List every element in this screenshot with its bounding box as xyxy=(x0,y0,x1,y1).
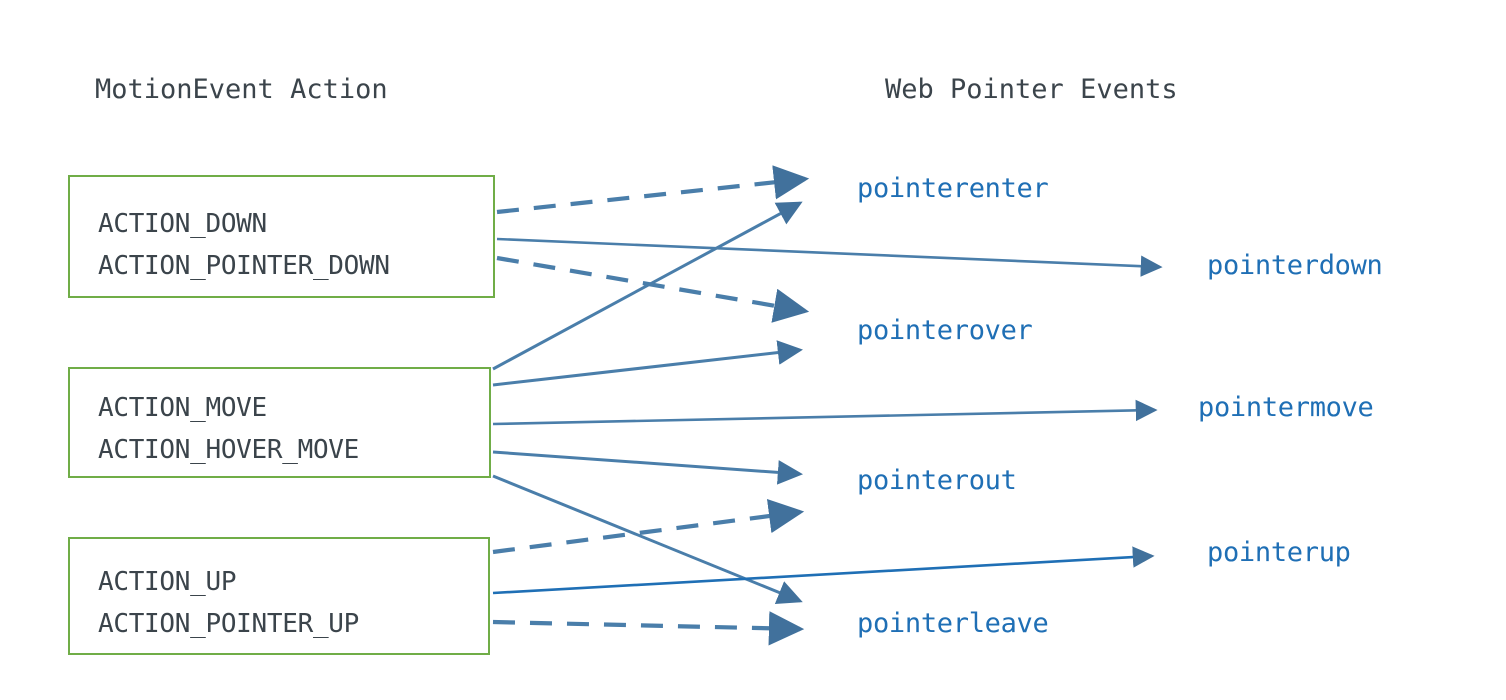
edge-up-to-pointerout xyxy=(492,498,805,555)
column-header-motionevent: MotionEvent Action xyxy=(95,74,388,105)
column-header-webpointer: Web Pointer Events xyxy=(885,74,1178,105)
edge-up-to-pointerup xyxy=(492,546,1155,595)
action-box-move-line2: ACTION_HOVER_MOVE xyxy=(98,435,360,465)
edge-move-to-pointerenter xyxy=(492,201,803,371)
edge-move-to-pointerleave xyxy=(492,474,803,605)
edge-down-to-pointerdown xyxy=(496,237,1163,277)
edge-move-to-pointerout xyxy=(492,450,803,485)
action-box-up-line2: ACTION_POINTER_UP xyxy=(98,609,360,639)
event-label-pointerdown[interactable]: pointerdown xyxy=(1207,250,1383,281)
action-box-down-line1: ACTION_DOWN xyxy=(98,209,267,239)
event-label-pointerover[interactable]: pointerover xyxy=(857,315,1033,346)
edge-move-to-pointermove xyxy=(492,399,1158,426)
edge-up-to-pointerleave xyxy=(492,611,805,646)
action-box-down[interactable]: ACTION_DOWN ACTION_POINTER_DOWN xyxy=(68,175,495,298)
action-box-down-line2: ACTION_POINTER_DOWN xyxy=(98,251,390,281)
action-box-move-line1: ACTION_MOVE xyxy=(98,393,267,423)
action-box-move[interactable]: ACTION_MOVE ACTION_HOVER_MOVE xyxy=(68,367,491,478)
action-box-up-line1: ACTION_UP xyxy=(98,567,237,597)
event-label-pointerup[interactable]: pointerup xyxy=(1207,537,1351,568)
edge-down-to-pointerenter xyxy=(496,165,810,215)
event-label-pointerleave[interactable]: pointerleave xyxy=(857,608,1049,639)
event-label-pointerout[interactable]: pointerout xyxy=(857,465,1017,496)
edge-move-to-pointerover xyxy=(492,340,803,387)
action-box-up[interactable]: ACTION_UP ACTION_POINTER_UP xyxy=(68,537,490,655)
event-label-pointerenter[interactable]: pointerenter xyxy=(857,173,1049,204)
event-label-pointermove[interactable]: pointermove xyxy=(1198,392,1374,423)
